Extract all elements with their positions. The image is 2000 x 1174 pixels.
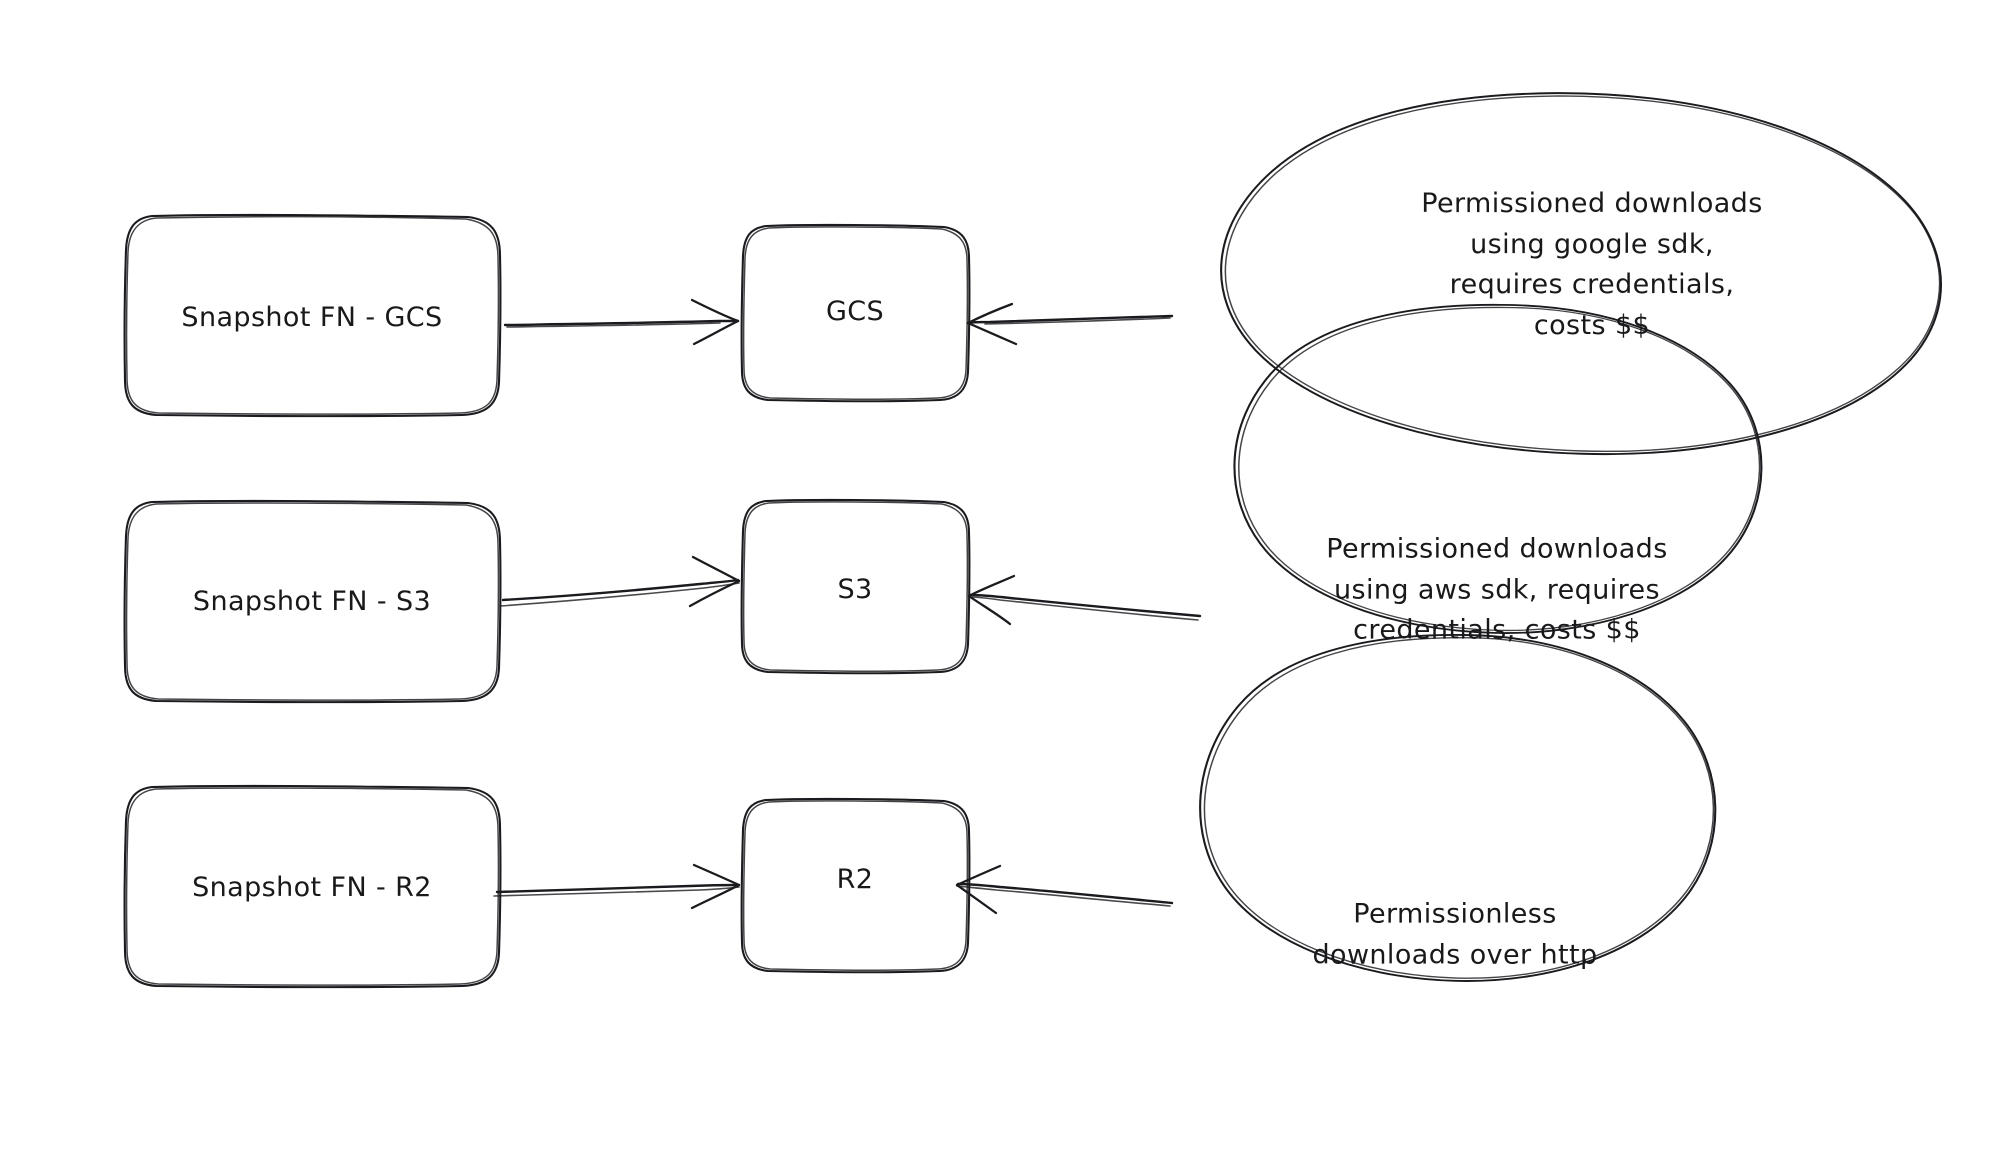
note-r2-ellipse-shape[interactable] — [1199, 633, 1717, 982]
arrow-r2-note-to-r2 — [955, 864, 1174, 915]
note-gcs-ellipse-shape[interactable] — [1220, 92, 1942, 456]
node-r2-shape[interactable] — [740, 797, 971, 974]
node-gcs-shape[interactable] — [740, 223, 971, 403]
node-snapshot-fn-s3-shape[interactable] — [123, 499, 502, 704]
arrow-snapshot-fn-gcs-to-gcs — [503, 298, 740, 346]
arrow-gcs-note-to-gcs — [966, 302, 1174, 346]
note-s3-ellipse-shape[interactable] — [1233, 303, 1763, 634]
node-snapshot-fn-r2-shape[interactable] — [123, 784, 502, 989]
arrow-snapshot-fn-s3-to-s3 — [499, 555, 741, 608]
node-s3-shape[interactable] — [740, 498, 971, 675]
node-snapshot-fn-gcs-shape[interactable] — [123, 213, 502, 418]
arrow-snapshot-fn-r2-to-r2 — [493, 863, 741, 910]
arrow-s3-note-to-s3 — [967, 574, 1202, 626]
